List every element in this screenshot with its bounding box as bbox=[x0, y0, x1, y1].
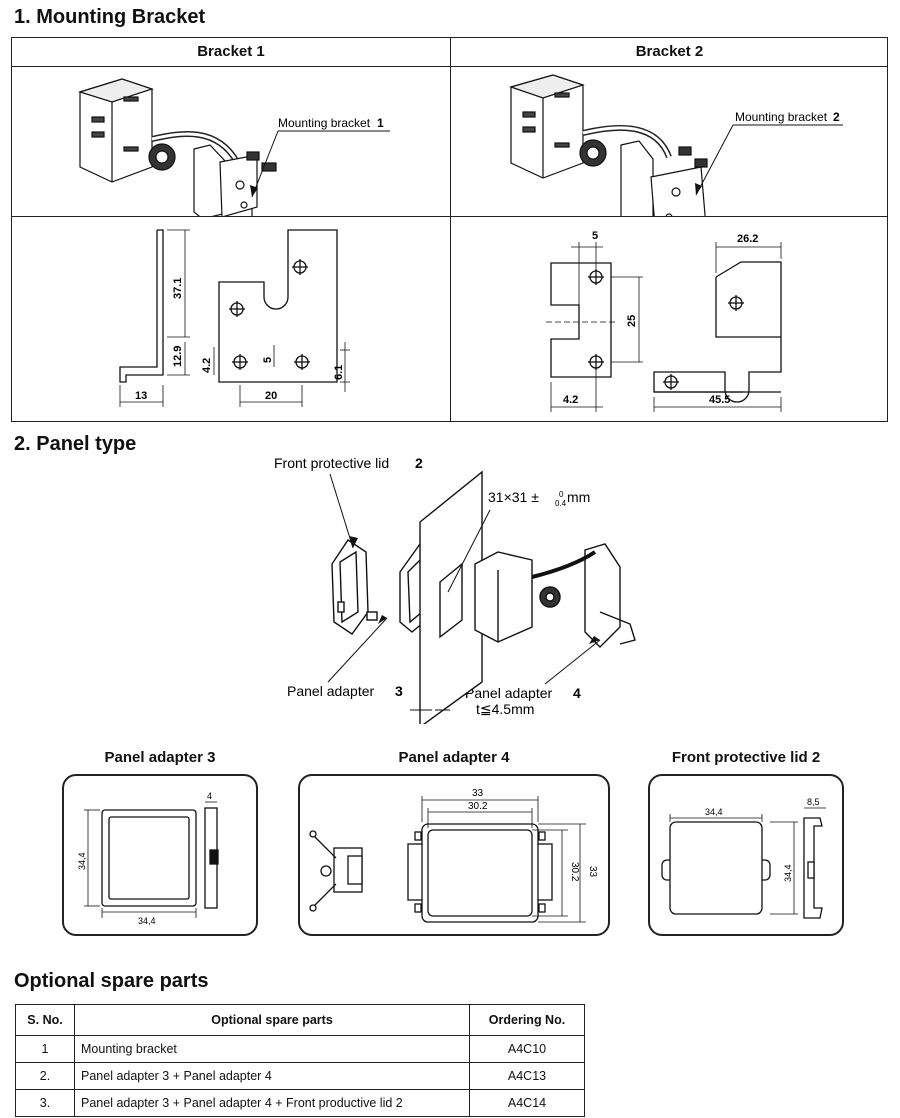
dim-lid-height: 34,4 bbox=[783, 864, 793, 882]
dim-a3-height: 34,4 bbox=[77, 852, 87, 870]
table-cell: 3. bbox=[15, 1089, 75, 1117]
column-header: Optional spare parts bbox=[74, 1004, 470, 1036]
dim-37-1: 37.1 bbox=[172, 278, 184, 299]
card-title-front-lid-2: Front protective lid 2 bbox=[671, 749, 821, 766]
dim-4-2-b2: 4.2 bbox=[563, 394, 578, 406]
panel-adapter-3-card: 34,4 34,4 4 bbox=[62, 774, 258, 936]
cutout-tolerance-lower: 0.4 bbox=[555, 499, 567, 508]
card-title-panel-adapter-3: Panel adapter 3 bbox=[104, 749, 216, 766]
grid-divider bbox=[12, 66, 887, 67]
panel-adapter-4-drawing: 33 30.2 30.2 33 bbox=[309, 788, 598, 923]
cutout-label: 31×31 ± bbox=[488, 489, 539, 505]
dim-6-1: 6.1 bbox=[333, 365, 345, 380]
table-cell: A4C14 bbox=[469, 1089, 585, 1117]
table-row: 3. Panel adapter 3 + Panel adapter 4 + F… bbox=[15, 1089, 585, 1117]
section-title-spare-parts: Optional spare parts bbox=[14, 970, 209, 992]
dim-a4-inner-height: 30.2 bbox=[569, 862, 580, 882]
dim-13: 13 bbox=[135, 390, 147, 402]
dim-26-2: 26.2 bbox=[737, 233, 758, 245]
dim-45-5: 45.5 bbox=[709, 394, 730, 406]
dim-a4-outer-height: 33 bbox=[587, 866, 598, 878]
dim-a3-thickness: 4 bbox=[207, 791, 212, 801]
table-row: 2. Panel adapter 3 + Panel adapter 4 A4C… bbox=[15, 1062, 585, 1090]
table-cell: A4C13 bbox=[469, 1062, 585, 1090]
table-cell: A4C10 bbox=[469, 1035, 585, 1063]
section-title-panel-type: 2. Panel type bbox=[14, 433, 137, 455]
dim-lid-thickness: 8,5 bbox=[807, 797, 820, 807]
bracket-2-callout-number: 2 bbox=[833, 110, 840, 124]
spare-parts-table: S. No. Optional spare parts Ordering No.… bbox=[15, 1004, 585, 1117]
panel-adapter-3-drawing: 34,4 34,4 4 bbox=[77, 791, 219, 926]
adapter-3-label: Panel adapter bbox=[287, 683, 375, 699]
section-title-mounting-bracket: 1. Mounting Bracket bbox=[14, 6, 206, 28]
dim-5-b2: 5 bbox=[592, 230, 598, 242]
dim-a3-width: 34,4 bbox=[138, 916, 156, 926]
table-row: 1 Mounting bracket A4C10 bbox=[15, 1035, 585, 1063]
column-header-bracket-2: Bracket 2 bbox=[635, 43, 704, 60]
panel-adapter-4-card: 33 30.2 30.2 33 bbox=[298, 774, 610, 936]
table-header-row: S. No. Optional spare parts Ordering No. bbox=[15, 1004, 585, 1036]
dim-lid-width: 34,4 bbox=[705, 807, 723, 817]
panel-thickness-label: t≦4.5mm bbox=[476, 701, 534, 717]
column-header: S. No. bbox=[15, 1004, 75, 1036]
bracket-1-callout-label: Mounting bracket bbox=[278, 116, 371, 130]
dim-20: 20 bbox=[265, 390, 277, 402]
cutout-tolerance-upper: 0 bbox=[559, 490, 564, 499]
table-cell: Mounting bracket bbox=[74, 1035, 470, 1063]
dim-5: 5 bbox=[262, 357, 274, 363]
table-cell: Panel adapter 3 + Panel adapter 4 bbox=[74, 1062, 470, 1090]
dim-a4-outer-width: 33 bbox=[472, 788, 484, 799]
dim-4-2: 4.2 bbox=[201, 358, 213, 373]
front-lid-2-drawing: 34,4 34,4 8,5 bbox=[661, 797, 826, 919]
bracket-2-dimension-drawing: 5 25 4.2 26.2 45.5 bbox=[546, 230, 782, 412]
adapter-4-label: Panel adapter bbox=[465, 685, 553, 701]
grid-divider bbox=[12, 216, 887, 217]
bracket-2-callout-label: Mounting bracket bbox=[735, 110, 828, 124]
grid-divider bbox=[450, 38, 451, 421]
bracket-2-illustration: Mounting bracket 2 bbox=[509, 74, 843, 216]
bracket-1-illustration: Mounting bracket 1 bbox=[77, 78, 390, 216]
column-header: Ordering No. bbox=[469, 1004, 585, 1036]
card-title-panel-adapter-4: Panel adapter 4 bbox=[398, 749, 510, 766]
bracket-1-callout-number: 1 bbox=[377, 116, 384, 130]
table-cell: 2. bbox=[15, 1062, 75, 1090]
cutout-unit: mm bbox=[567, 489, 590, 505]
bracket-1-dimension-drawing: 37.1 12.9 13 4.2 5 20 6.1 bbox=[119, 229, 350, 407]
adapter-4-number: 4 bbox=[573, 685, 581, 701]
front-lid-2-card: 34,4 34,4 8,5 bbox=[648, 774, 844, 936]
front-lid-number: 2 bbox=[415, 455, 423, 471]
dim-a4-inner-width: 30.2 bbox=[468, 801, 488, 812]
panel-type-exploded-view: Front protective lid 2 31×31 ± 0 0.4 mm … bbox=[274, 455, 636, 724]
dim-25: 25 bbox=[626, 315, 638, 327]
table-cell: 1 bbox=[15, 1035, 75, 1063]
column-header-bracket-1: Bracket 1 bbox=[197, 43, 265, 60]
table-cell: Panel adapter 3 + Panel adapter 4 + Fron… bbox=[74, 1089, 470, 1117]
front-lid-label: Front protective lid bbox=[274, 455, 389, 471]
bracket-grid: Bracket 1 Bracket 2 Mounting bracket bbox=[11, 37, 888, 422]
adapter-3-number: 3 bbox=[395, 683, 403, 699]
dim-12-9: 12.9 bbox=[172, 346, 184, 367]
